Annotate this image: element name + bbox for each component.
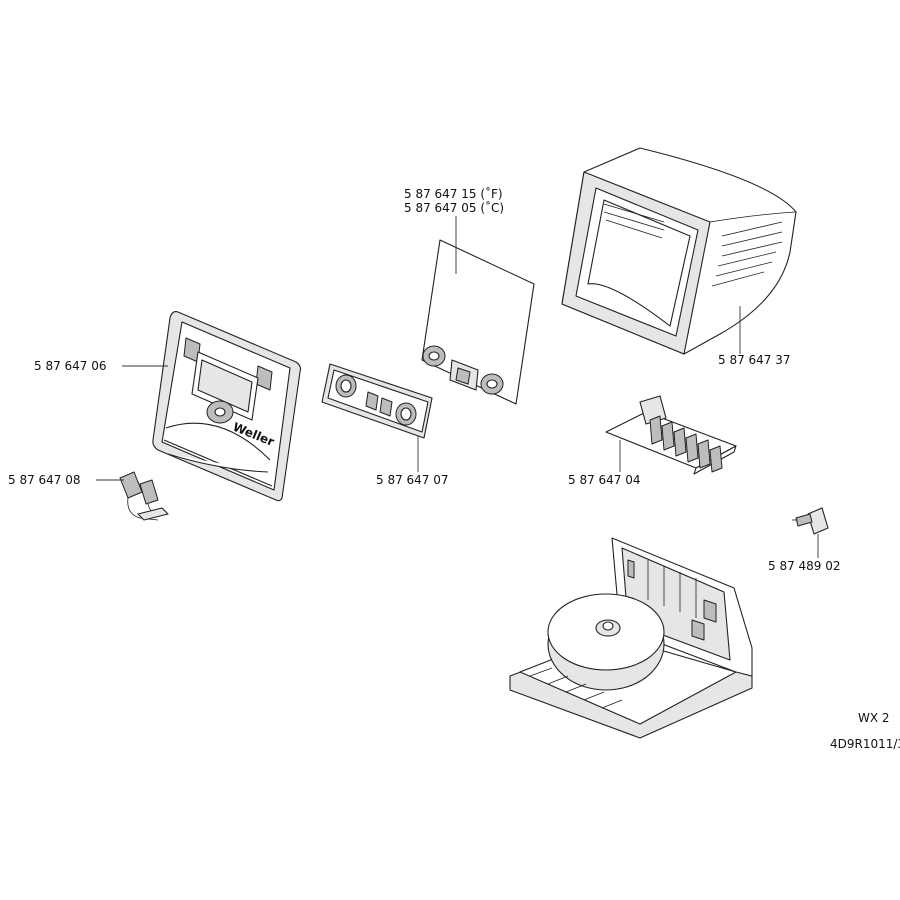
label-connector-board: 5 87 647 04 [568,473,641,487]
plug-part [792,507,829,535]
cable-set-part [119,471,169,521]
front-panel-part: Weller [152,311,302,502]
model-name: WX 2 [858,711,890,725]
label-pcb-fahrenheit: 5 87 647 15 (˚F) [404,186,503,201]
label-housing: 5 87 647 37 [718,353,791,367]
main-pcb-part [421,239,535,405]
label-cable-set: 5 87 647 08 [8,473,81,487]
connector-board-part [605,395,737,475]
label-pcb-celsius: 5 87 647 05 (˚C) [404,200,504,215]
label-switch-panel: 5 87 647 07 [376,473,449,487]
label-front-panel: 5 87 647 06 [34,359,107,373]
label-plug: 5 87 489 02 [768,559,841,573]
switch-panel-part [321,363,433,439]
base-with-transformer-part [509,537,753,739]
housing-cover-part [561,147,797,355]
document-code: 4D9R1011/3 [830,737,900,751]
